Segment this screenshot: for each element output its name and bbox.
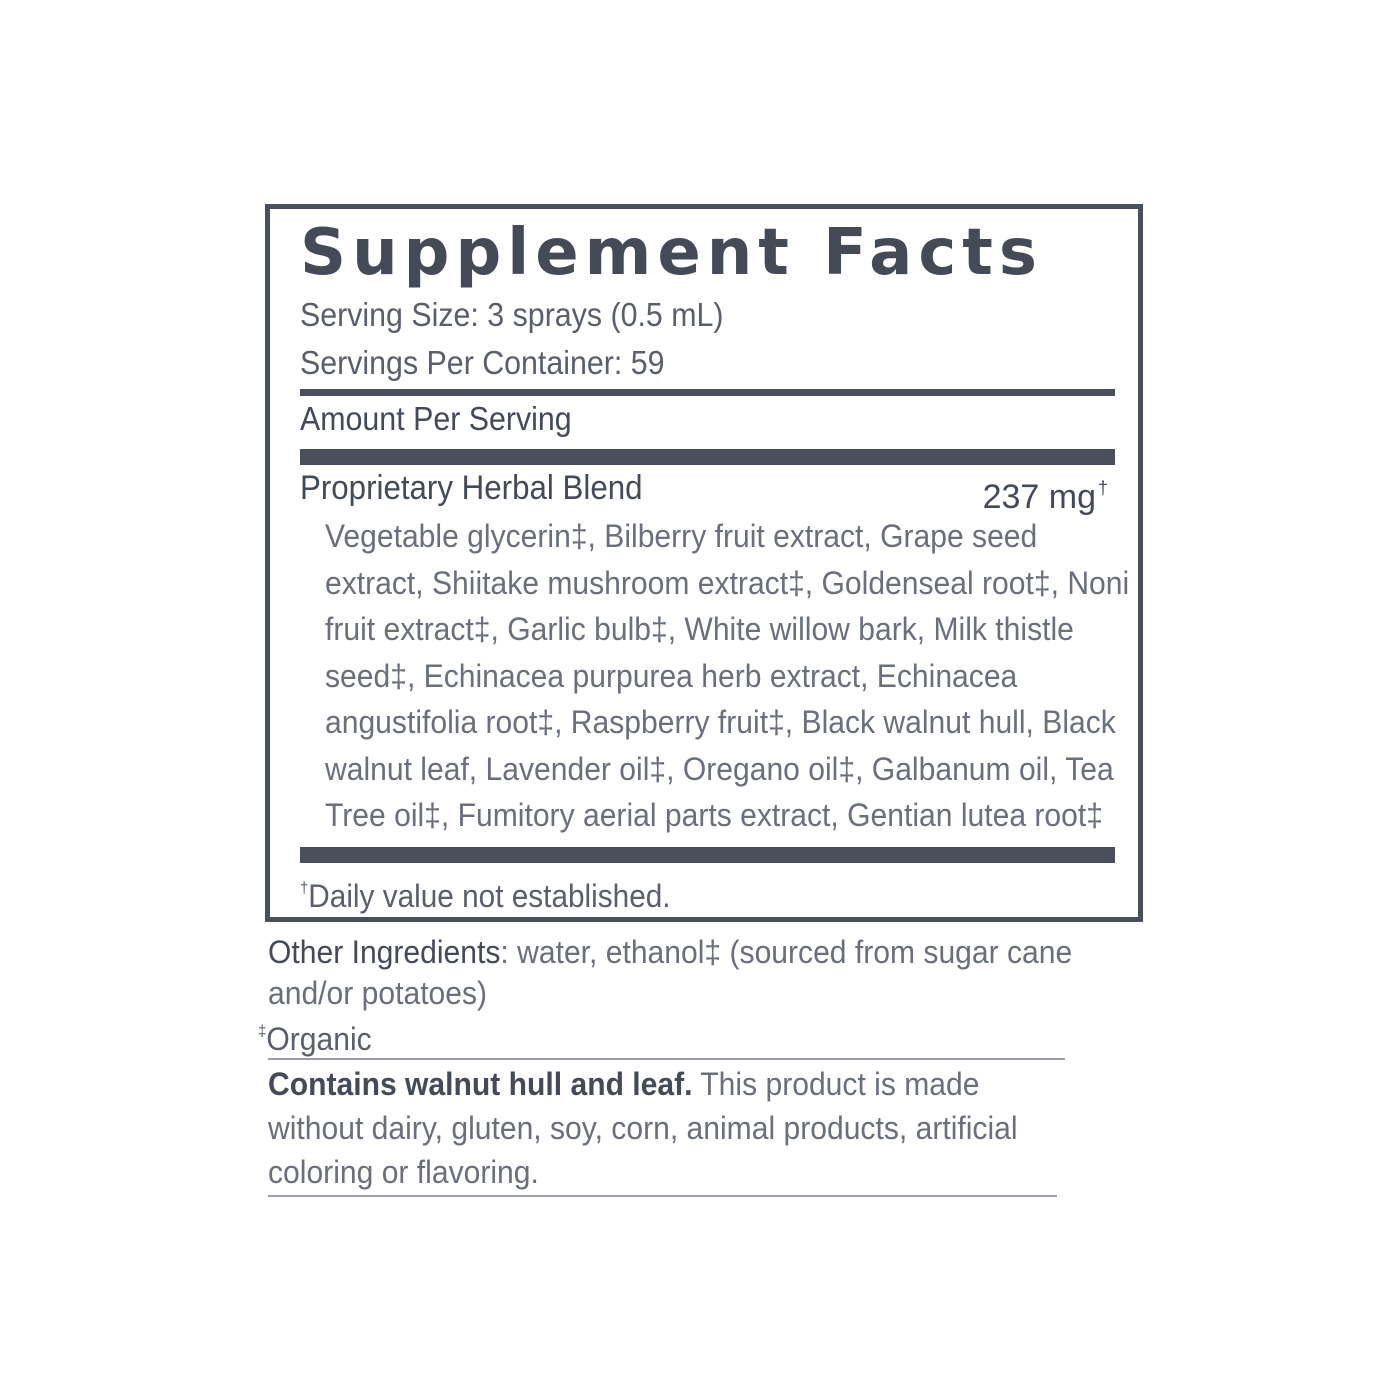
divider-medium [300, 389, 1115, 396]
amount-per-serving-heading: Amount Per Serving [300, 400, 572, 437]
panel-title: Supplement Facts [300, 216, 1043, 290]
organic-note: ‡Organic [258, 1012, 372, 1059]
divider-thin-bottom [268, 1195, 1057, 1197]
blend-ingredients: Vegetable glycerin‡, Bilberry fruit extr… [325, 518, 1130, 833]
footnote-mark: † [300, 880, 309, 897]
serving-size: Serving Size: 3 sprays (0.5 mL) [300, 296, 724, 333]
allergen-text: This product is made without dairy, glut… [268, 1066, 1018, 1190]
organic-mark: ‡ [258, 1023, 267, 1040]
divider-thin-top [268, 1058, 1065, 1060]
blend-amount-value: 237 mg [982, 478, 1096, 516]
daily-value-footnote: †Daily value not established. [300, 869, 671, 916]
blend-amount: 237 mg† [983, 467, 1108, 518]
blend-name: Proprietary Herbal Blend [300, 469, 643, 507]
other-ingredients-label: Other Ingredients [268, 934, 501, 970]
allergen-bold: Contains walnut hull and leaf. [268, 1066, 693, 1102]
allergen-statement: Contains walnut hull and leaf. This prod… [268, 1062, 1067, 1194]
supplement-facts-panel: Supplement Facts Serving Size: 3 sprays … [265, 204, 1143, 922]
footnote-text: Daily value not established. [308, 878, 671, 914]
organic-text: Organic [266, 1021, 372, 1057]
divider-thick-bottom [300, 847, 1115, 863]
other-ingredients-text: : water, ethanol‡ (sourced from sugar ca… [268, 934, 1073, 1011]
servings-per-container: Servings Per Container: 59 [300, 344, 665, 381]
blend-amount-mark: † [1097, 478, 1108, 498]
other-ingredients: Other Ingredients: water, ethanol‡ (sour… [268, 932, 1095, 1014]
divider-thick [300, 449, 1115, 465]
